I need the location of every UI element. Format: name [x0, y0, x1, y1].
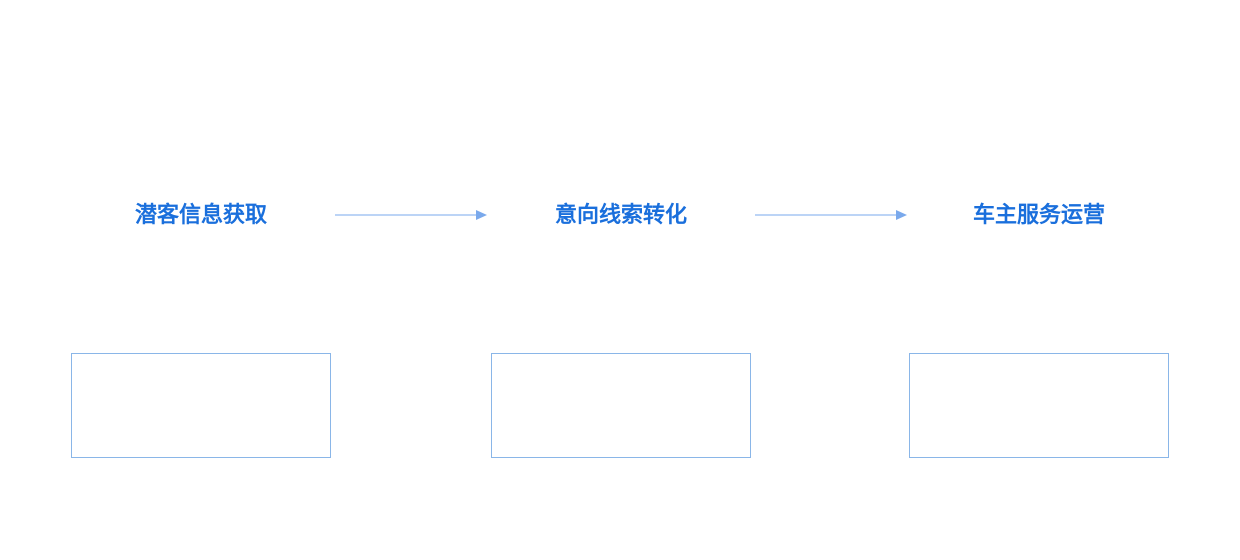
step-3-box	[909, 353, 1169, 458]
step-2-title: 意向线索转化	[554, 203, 687, 228]
arrow-right-icon	[755, 210, 907, 220]
step-2-box	[491, 353, 751, 458]
flow-arrow-2	[754, 208, 908, 222]
step-1-title: 潜客信息获取	[134, 203, 267, 228]
arrow-right-icon	[335, 210, 487, 220]
step-1-box	[71, 353, 331, 458]
step-3-title: 车主服务运营	[972, 203, 1105, 228]
flow-arrow-1	[334, 208, 488, 222]
